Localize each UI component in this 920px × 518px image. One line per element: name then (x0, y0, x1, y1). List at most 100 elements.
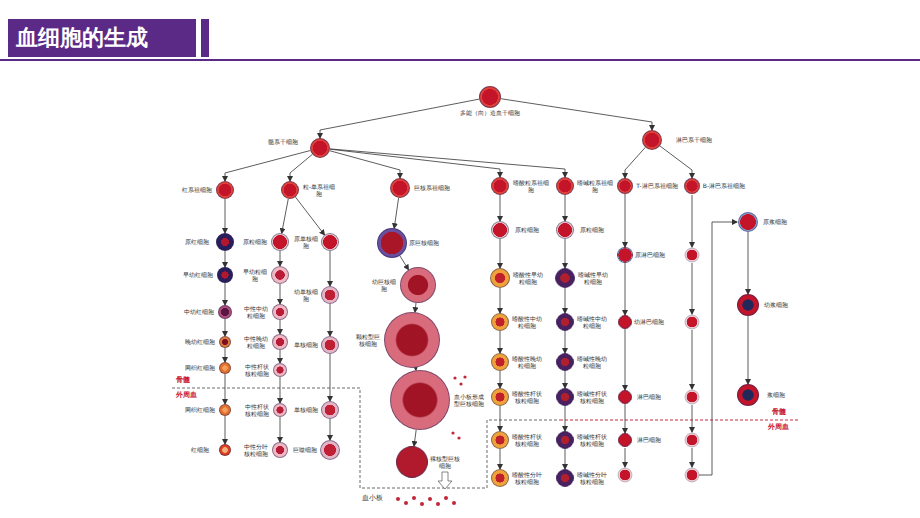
marrow-boundary (560, 420, 800, 421)
cell-label: 中性晚幼粒细胞 (242, 335, 270, 349)
cell-node: 粒-单系祖细胞 (281, 181, 299, 199)
cell-label: 嗜酸性杆状核粒细胞 (511, 433, 543, 447)
cell-node: 单核细胞 (321, 401, 339, 419)
connector-arrow (290, 154, 312, 181)
cell-label: 中性中幼粒细胞 (242, 305, 270, 319)
connector-arrow (500, 288, 501, 313)
connector-arrow (225, 348, 226, 362)
platelet (420, 502, 424, 506)
arrow (625, 448, 626, 467)
slide-title: 血细胞的生成 (8, 19, 196, 57)
cell-node: 中幼红细胞 (218, 305, 232, 319)
cell-node: 原粒细胞 (556, 221, 574, 239)
connector-arrow (565, 371, 566, 388)
cell-label: 单核细胞 (293, 341, 319, 348)
cell-node: 嗜碱性早幼粒细胞 (555, 268, 575, 288)
platelet (451, 431, 454, 434)
cell-node: B-淋巴系祖细胞 (684, 178, 700, 194)
cell-label: 原粒细胞 (241, 238, 269, 245)
hollow-arrow (438, 472, 452, 489)
platelet (404, 501, 408, 505)
arrow (692, 448, 693, 467)
connector-arrow (225, 416, 226, 444)
connector-arrow (565, 449, 566, 469)
connector-arrow (280, 417, 281, 442)
connector-arrow (330, 149, 500, 177)
connector-arrow (330, 419, 331, 440)
connector-arrow (400, 256, 409, 270)
connector-arrow (225, 283, 226, 305)
connector-arrow (565, 239, 566, 268)
cell-node: 中性杆状核粒细胞 (273, 363, 287, 377)
cell-label: 淋巴细胞 (634, 436, 664, 443)
cell-label: 嗜碱粒系祖细胞 (576, 179, 614, 193)
cell-label: 早幼红细胞 (181, 271, 215, 278)
marrow-boundary (172, 388, 560, 488)
cell-node: 网织红细胞 (219, 404, 231, 416)
cell-node: 嗜酸粒系祖细胞 (491, 177, 509, 195)
cell-node: 淋巴系干细胞 (642, 130, 662, 150)
connector-arrow (280, 251, 281, 266)
cell-node: 红系祖细胞 (216, 181, 234, 199)
title-bar: 血细胞的生成 (8, 19, 196, 57)
connector-arrow (330, 149, 565, 177)
arrow (692, 195, 693, 247)
connector-arrow (280, 350, 281, 363)
connector-arrow (330, 151, 400, 178)
connector-arrow (280, 284, 281, 304)
cell-node: 幼巨核细胞 (400, 267, 436, 303)
cell-label: 嗜碱性分叶核粒细胞 (576, 471, 608, 485)
cell-node: 中性晚幼粒细胞 (272, 334, 288, 350)
cell-label: 中性杆状核粒细胞 (243, 363, 271, 377)
cell-node: 幼浆细胞 (737, 294, 759, 316)
cell-label: 网织红细胞 (183, 406, 217, 413)
b-cell (685, 468, 699, 482)
cell-label: 中性分叶核粒细胞 (242, 443, 270, 457)
b-cell (685, 315, 699, 329)
platelet (463, 375, 466, 378)
connector-arrow (748, 316, 749, 384)
cell-label: 嗜碱性杆状核粒细胞 (576, 390, 608, 404)
cell-node: 幼单核细胞 (321, 286, 339, 304)
connector-arrow (225, 374, 226, 404)
platelet (396, 497, 400, 501)
connector-arrow (225, 319, 226, 336)
cell-node: T-淋巴系祖细胞 (617, 178, 633, 194)
cell-label: 幼巨核细胞 (370, 278, 398, 292)
cell-node: 嗜酸性晚幼粒细胞 (491, 353, 509, 371)
connector-arrow (330, 354, 331, 401)
cell-label: 嗜酸粒系祖细胞 (511, 179, 551, 193)
b-cell (685, 390, 699, 404)
connector-arrow (330, 251, 331, 286)
cell-node: 淋巴细胞 (618, 390, 632, 404)
region-label: 血小板 (362, 494, 383, 502)
connector-arrow (296, 197, 325, 235)
arrow (692, 263, 693, 314)
connector-arrow (500, 449, 501, 469)
cell-label: 髓系干细胞 (258, 138, 308, 145)
cell-label: 原粒细胞 (576, 226, 608, 233)
platelet (412, 496, 416, 500)
cell-node: 浆细胞 (737, 384, 759, 406)
platelet (453, 376, 456, 379)
cell-label: 原浆细胞 (760, 218, 790, 225)
cell-label: 嗜碱性早幼粒细胞 (577, 271, 609, 285)
cell-node: 原粒细胞 (491, 221, 509, 239)
cell-node: 网织红细胞 (219, 362, 231, 374)
connector-arrow (501, 99, 652, 130)
connector-arrow (500, 371, 501, 388)
connector-arrow (625, 147, 645, 178)
cell-node: 嗜酸性早幼粒细胞 (490, 268, 510, 288)
cell-label: 嗜酸性杆状核粒细胞 (511, 390, 543, 404)
region-label: 外周血 (176, 391, 197, 399)
cell-node: 原淋巴细胞 (617, 247, 633, 263)
cell-label: 嗜碱性中幼粒细胞 (576, 315, 608, 329)
connector-arrow (330, 304, 331, 336)
connector-arrow (565, 195, 566, 221)
cell-label: B-淋巴系祖细胞 (702, 182, 746, 189)
title-accent (201, 19, 209, 57)
cell-label: 巨核系祖细胞 (412, 184, 452, 191)
cell-label: 网织红细胞 (183, 364, 217, 371)
